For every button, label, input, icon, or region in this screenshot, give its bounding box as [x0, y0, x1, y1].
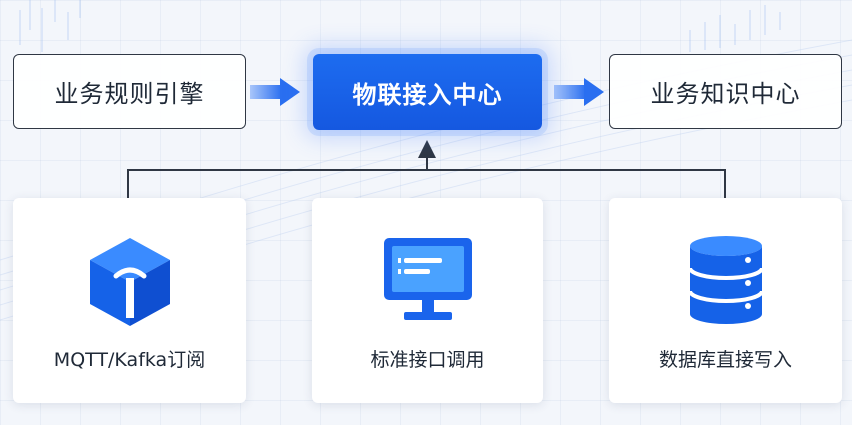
- cube-icon: [89, 238, 170, 326]
- monitor-icon: [383, 238, 472, 320]
- iot-access-center-box[interactable]: 物联接入中心: [313, 54, 542, 130]
- business-knowledge-center-label: 业务知识中心: [650, 80, 801, 108]
- bus-lines: [127, 152, 726, 198]
- iot-access-center-label: 物联接入中心: [352, 80, 503, 109]
- database-icon: [687, 236, 764, 324]
- source-label-standard-api: 标准接口调用: [370, 349, 485, 371]
- arrow-left-to-center: [250, 78, 300, 106]
- source-label-database-write: 数据库直接写入: [658, 349, 792, 371]
- business-knowledge-center-box[interactable]: 业务知识中心: [609, 54, 842, 129]
- business-rule-engine-label: 业务规则引擎: [54, 80, 205, 108]
- source-card-standard-api[interactable]: 标准接口调用: [312, 198, 543, 403]
- source-card-mqtt-kafka[interactable]: MQTT/Kafka订阅: [13, 198, 246, 403]
- arrow-center-to-right: [554, 78, 604, 106]
- source-label-mqtt-kafka: MQTT/Kafka订阅: [53, 349, 206, 371]
- business-rule-engine-box[interactable]: 业务规则引擎: [13, 54, 246, 129]
- source-card-database-write[interactable]: 数据库直接写入: [609, 198, 842, 403]
- arrow-up-to-center: [418, 140, 436, 158]
